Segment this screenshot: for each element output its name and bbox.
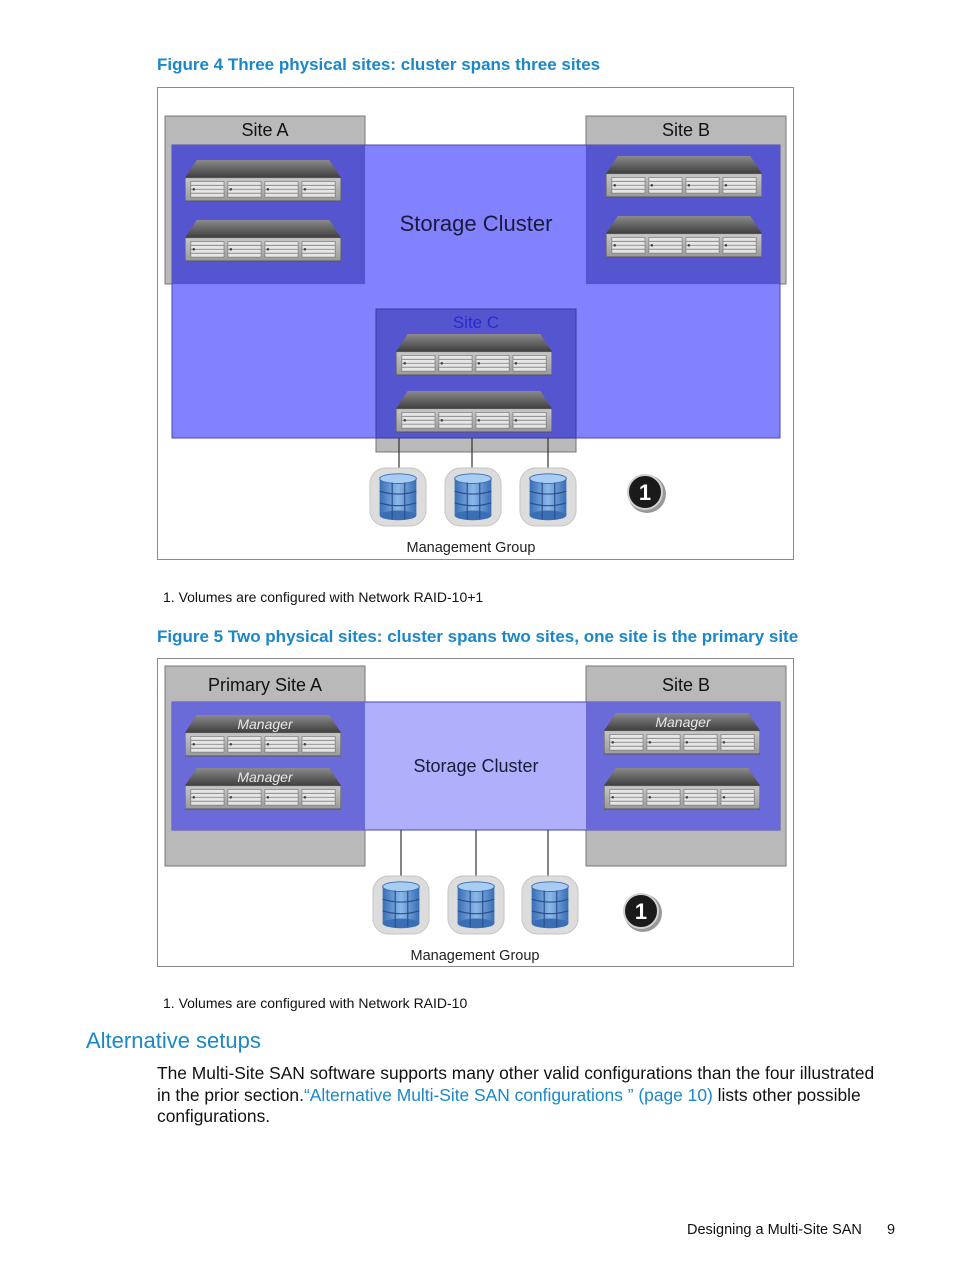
server-icon xyxy=(606,216,762,258)
figure-4-diagram: Site A Site B Site C Storage Cluster 1 M… xyxy=(157,87,794,560)
volume-icon xyxy=(447,875,505,935)
volume-icon xyxy=(444,467,502,527)
server-icon xyxy=(604,768,760,810)
footer-title: Designing a Multi-Site SAN xyxy=(687,1222,862,1238)
server-icon xyxy=(606,156,762,198)
paragraph-text-end: lists other possible configurations. xyxy=(157,1084,861,1127)
management-group-label: Management Group xyxy=(407,540,536,556)
storage-cluster-label: Storage Cluster xyxy=(400,211,553,236)
callout-number: 1 xyxy=(639,480,651,505)
figure-5-note: 1. Volumes are configured with Network R… xyxy=(163,995,468,1011)
server-icon xyxy=(396,334,552,376)
alternative-configurations-link[interactable]: “Alternative Multi-Site SAN configuratio… xyxy=(303,1084,713,1105)
manager-label: Manager xyxy=(237,716,294,732)
site-a-label: Site A xyxy=(241,120,288,140)
callout-marker-icon: 1 xyxy=(627,474,666,513)
callout-marker-icon: 1 xyxy=(623,893,662,932)
primary-site-a-label: Primary Site A xyxy=(208,675,322,695)
figure-5-diagram: Primary Site A Site B Storage Cluster Ma… xyxy=(157,658,794,967)
section-paragraph: The Multi-Site SAN software supports man… xyxy=(157,1063,887,1128)
section-heading: Alternative setups xyxy=(86,1028,261,1053)
figure-5-caption: Figure 5 Two physical sites: cluster spa… xyxy=(157,627,799,646)
volume-icon xyxy=(519,467,577,527)
figure-4-caption: Figure 4 Three physical sites: cluster s… xyxy=(157,55,601,74)
callout-number: 1 xyxy=(635,899,647,924)
site-b-label: Site B xyxy=(662,675,710,695)
page-number: 9 xyxy=(887,1222,896,1238)
volume-icon xyxy=(521,875,579,935)
volume-icon xyxy=(369,467,427,527)
management-group-label: Management Group xyxy=(411,948,540,964)
manager-label: Manager xyxy=(237,769,294,785)
server-icon xyxy=(185,160,341,202)
server-icon xyxy=(396,391,552,433)
figure-4-note: 1. Volumes are configured with Network R… xyxy=(163,589,484,605)
manager-label: Manager xyxy=(655,714,712,730)
storage-cluster-label: Storage Cluster xyxy=(413,756,538,776)
site-c-label: Site C xyxy=(453,313,499,332)
paragraph-text: The Multi-Site SAN software supports man… xyxy=(157,1063,875,1105)
server-icon xyxy=(185,220,341,262)
volume-icon xyxy=(372,875,430,935)
site-b-label: Site B xyxy=(662,120,710,140)
